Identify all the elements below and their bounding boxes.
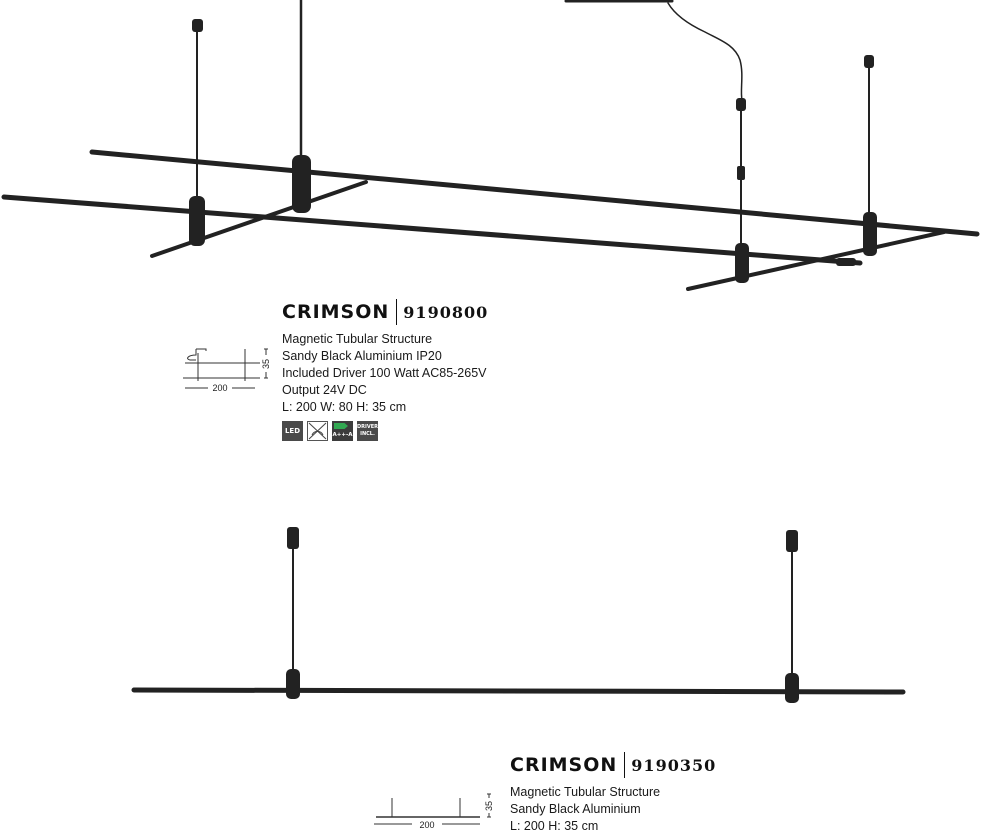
dimension-height: 35 — [484, 801, 494, 811]
product-title: CRIMSON 9190350 — [510, 751, 716, 779]
spec-line: Sandy Black Aluminium IP20 — [282, 349, 442, 363]
dimension-height: 35 — [261, 359, 271, 369]
title-divider — [624, 752, 626, 778]
title-divider — [396, 299, 398, 325]
led-icon: LED — [282, 421, 303, 441]
spec-line: Magnetic Tubular Structure — [282, 332, 433, 346]
brand-name: CRIMSON — [510, 754, 618, 776]
dimension-drawing-9190350: 200 35 — [374, 793, 494, 830]
no-insulation-cover-icon — [307, 421, 328, 441]
feature-badges: LED A++-A DRIVER INCL. — [282, 421, 488, 441]
energy-class-label: A++-A — [332, 431, 353, 438]
spec-line: Magnetic Tubular Structure — [510, 785, 661, 799]
driver-included-icon: DRIVER INCL. — [357, 421, 378, 441]
energy-arrow — [334, 423, 348, 429]
dimension-length: 200 — [212, 383, 227, 393]
spec-line: L: 200 W: 80 H: 35 cm — [282, 400, 407, 414]
spec-list: Magnetic Tubular Structure Sandy Black A… — [510, 784, 716, 835]
product-card-9190800: CRIMSON 9190800 Magnetic Tubular Structu… — [282, 298, 488, 441]
dimension-drawing-9190800: 200 35 — [183, 348, 271, 393]
spec-line: Sandy Black Aluminium — [510, 802, 641, 816]
product-card-9190350: CRIMSON 9190350 Magnetic Tubular Structu… — [510, 751, 716, 835]
spec-line: Included Driver 100 Watt AC85-265V — [282, 366, 487, 380]
spec-line: Output 24V DC — [282, 383, 367, 397]
product-9190350-illustration — [131, 527, 906, 703]
product-title: CRIMSON 9190800 — [282, 298, 488, 326]
brand-name: CRIMSON — [282, 301, 390, 323]
product-code: 9190800 — [403, 302, 489, 322]
dimension-length: 200 — [419, 820, 434, 830]
energy-class-icon: A++-A — [332, 421, 353, 441]
product-code: 9190350 — [631, 755, 717, 775]
product-9190800-illustration — [1, 0, 980, 291]
spec-line: L: 200 H: 35 cm — [510, 819, 599, 833]
spec-list: Magnetic Tubular Structure Sandy Black A… — [282, 331, 488, 416]
